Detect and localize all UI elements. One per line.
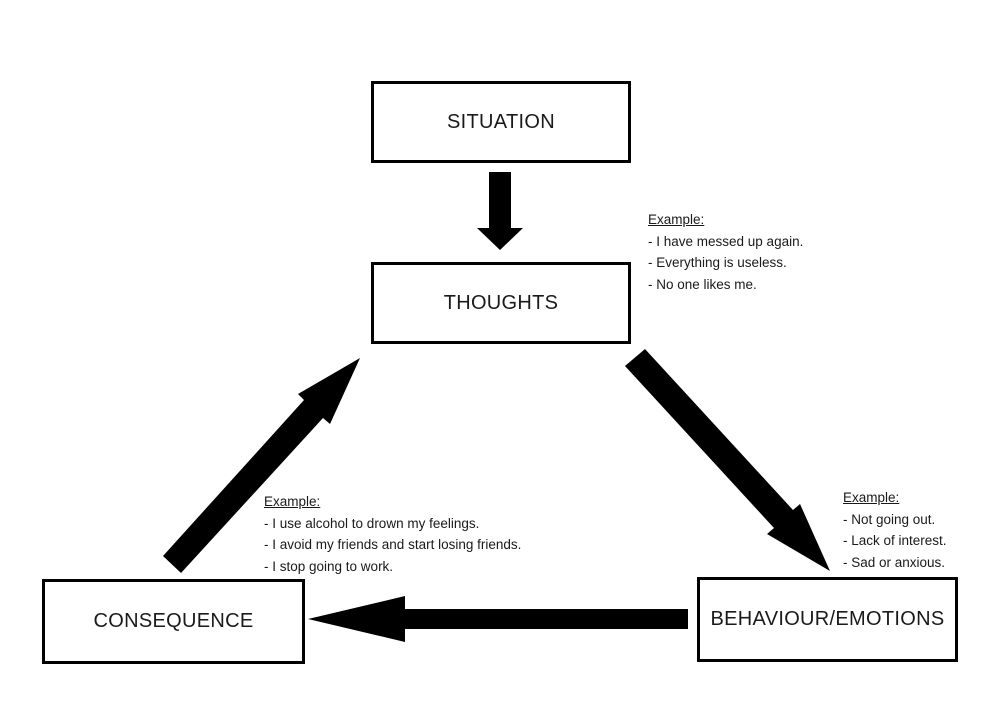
node-thoughts: THOUGHTS — [371, 262, 631, 344]
node-behaviour-emotions: BEHAVIOUR/EMOTIONS — [697, 577, 958, 662]
node-consequence-label: CONSEQUENCE — [93, 610, 254, 632]
example-item: - Lack of interest. — [843, 533, 947, 548]
node-consequence: CONSEQUENCE — [42, 579, 305, 664]
arrow-behaviour-to-consequence-icon — [308, 596, 688, 642]
arrow-situation-to-thoughts-icon — [477, 172, 523, 250]
arrow-thoughts-to-behaviour-icon — [625, 349, 830, 571]
example-block-consequence: Example: - I use alcohol to drown my fee… — [264, 491, 521, 577]
example-item: - I use alcohol to drown my feelings. — [264, 515, 480, 531]
example-item: - No one likes me. — [648, 276, 757, 292]
example-block-behaviour-emotions: Example: - Not going out. - Lack of inte… — [843, 487, 947, 573]
node-situation-label: SITUATION — [447, 110, 555, 133]
example-item: - Everything is useless. — [648, 255, 787, 270]
example-item: - I avoid my friends and start losing fr… — [264, 537, 522, 552]
node-behaviour-emotions-label: BEHAVIOUR/EMOTIONS — [710, 608, 945, 630]
node-thoughts-label: THOUGHTS — [443, 291, 559, 314]
example-heading: Example: — [264, 494, 321, 509]
example-block-thoughts: Example: - I have messed up again. - Eve… — [648, 209, 803, 295]
example-item: - Not going out. — [843, 511, 936, 527]
node-situation: SITUATION — [371, 81, 631, 163]
example-item: - Sad or anxious. — [843, 554, 946, 570]
example-item: - I stop going to work. — [264, 558, 394, 574]
example-item: - I have messed up again. — [648, 233, 804, 249]
example-heading: Example: — [843, 490, 900, 505]
example-heading: Example: — [648, 212, 705, 227]
